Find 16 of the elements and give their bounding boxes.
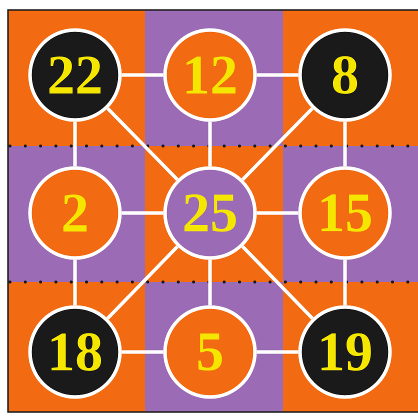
connector-line bbox=[208, 122, 212, 166]
connector-line bbox=[343, 122, 347, 166]
connector-line bbox=[73, 122, 77, 166]
connector-line bbox=[106, 107, 179, 181]
connector-line bbox=[256, 211, 298, 215]
connector-line bbox=[256, 73, 298, 77]
connector-line bbox=[241, 245, 314, 320]
connector-line bbox=[73, 260, 77, 306]
connector-line bbox=[241, 107, 314, 181]
connector-line bbox=[256, 350, 298, 354]
connector-line bbox=[343, 260, 347, 306]
connector-line bbox=[122, 350, 164, 354]
connector-line bbox=[122, 211, 164, 215]
connector-line bbox=[122, 73, 164, 77]
connector-line bbox=[208, 260, 212, 306]
connector-line bbox=[106, 245, 179, 320]
